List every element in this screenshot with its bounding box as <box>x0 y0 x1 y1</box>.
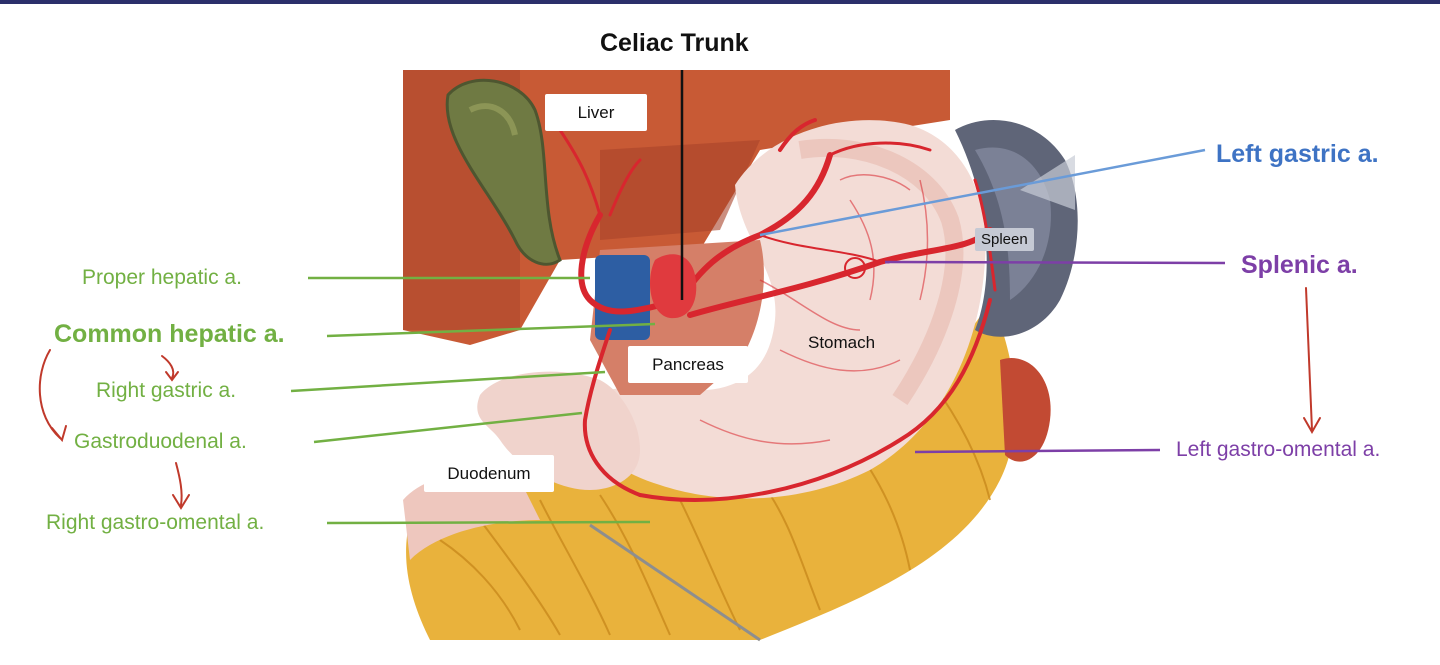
splenic-label: Splenic a. <box>1241 251 1358 279</box>
duodenum <box>477 371 640 490</box>
portal-vein <box>595 255 650 340</box>
spleen-label: Spleen <box>975 228 1034 251</box>
artery-network <box>558 118 997 502</box>
left-gastro-omental-label: Left gastro-omental a. <box>1176 438 1381 461</box>
gastroduodenal-label: Gastroduodenal a. <box>74 430 247 453</box>
common-hepatic-label: Common hepatic a. <box>54 320 285 348</box>
liver-label: Liver <box>545 94 647 131</box>
left-gastric-label: Left gastric a. <box>1216 140 1379 168</box>
right-gastric-label: Right gastric a. <box>96 379 237 402</box>
duodenum-label: Duodenum <box>424 455 554 492</box>
proper-hepatic-label: Proper hepatic a. <box>82 266 242 289</box>
stomach-label: Stomach <box>808 333 876 352</box>
gallbladder <box>445 78 562 266</box>
stomach <box>584 120 986 499</box>
right-gastro-omental-label: Right gastro-omental a. <box>46 511 265 534</box>
celiac-trunk-title: Celiac Trunk <box>600 29 749 57</box>
header-bar <box>0 0 1440 4</box>
pancreas-label: Pancreas <box>628 346 748 383</box>
